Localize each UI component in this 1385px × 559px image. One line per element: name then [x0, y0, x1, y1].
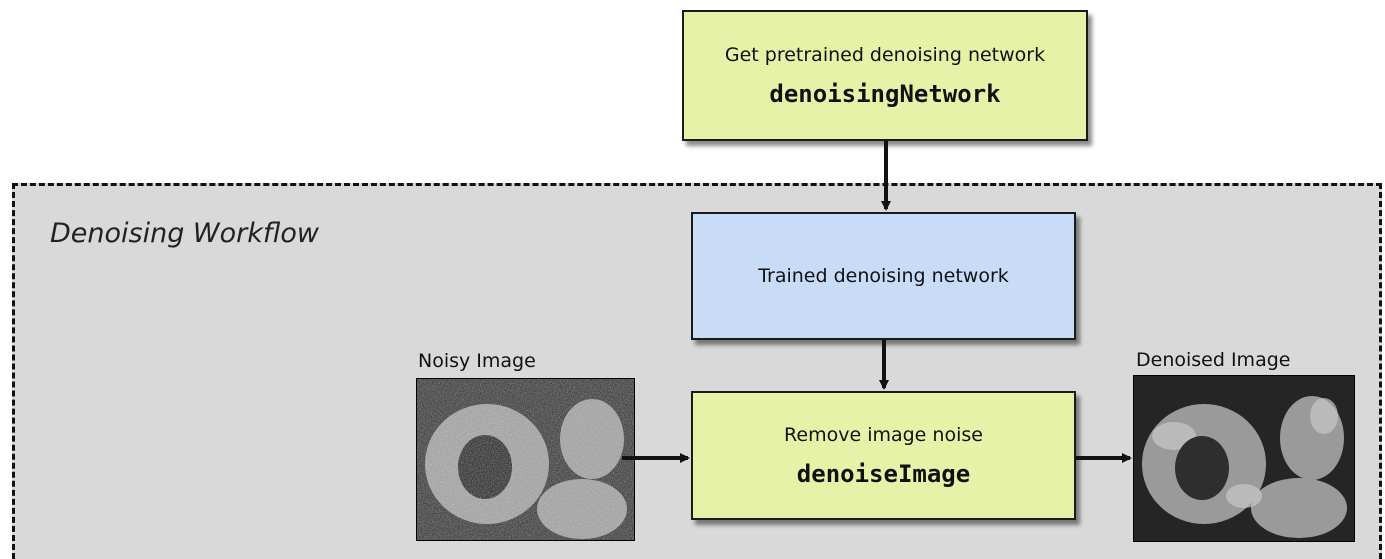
pretrained-network-label: Get pretrained denoising network — [724, 43, 1046, 66]
remove-noise-label: Remove image noise — [784, 423, 983, 446]
denoised-image — [1133, 375, 1355, 542]
noisy-image — [416, 378, 635, 541]
trained-network-node: Trained denoising network — [691, 212, 1076, 340]
denoised-image-label: Denoised Image — [1136, 349, 1291, 371]
region-label: Denoising Workflow — [50, 218, 319, 249]
noisy-image-label: Noisy Image — [418, 350, 536, 372]
remove-noise-node: Remove image noise denoiseImage — [691, 391, 1076, 520]
trained-network-label: Trained denoising network — [758, 265, 1009, 287]
pretrained-network-node: Get pretrained denoising network denoisi… — [682, 10, 1088, 141]
pretrained-network-code: denoisingNetwork — [769, 79, 1001, 108]
remove-noise-code: denoiseImage — [796, 459, 971, 488]
